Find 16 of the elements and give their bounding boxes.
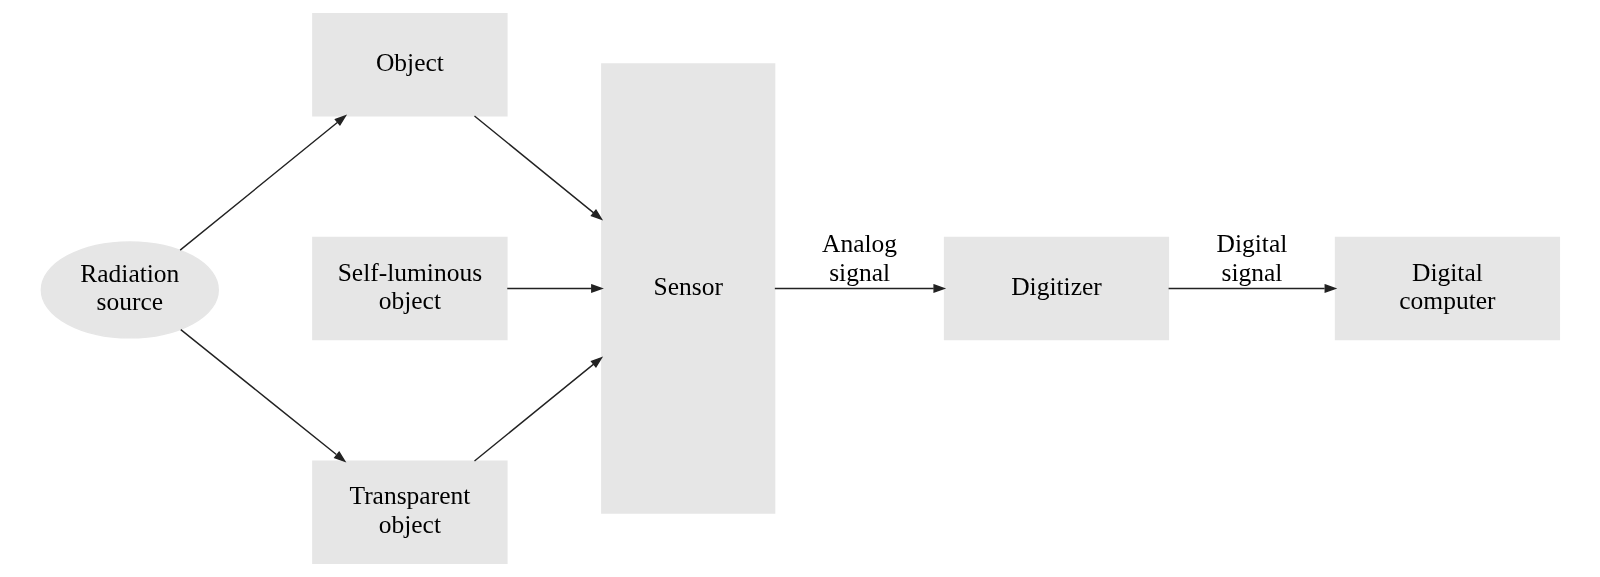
node-box: Transparent object	[311, 460, 508, 564]
arrow	[1167, 284, 1337, 293]
node-box: Digital computer	[1334, 236, 1560, 341]
node-box: Object	[311, 13, 508, 117]
node-box: Sensor	[600, 63, 775, 514]
arrow	[179, 328, 346, 463]
node-box: Self-luminous object	[311, 236, 508, 341]
arrow	[773, 284, 946, 293]
arrow	[473, 115, 603, 221]
node-box: Digitizer	[943, 236, 1169, 341]
arrow	[473, 356, 603, 462]
edge-label: Digital signal	[1216, 229, 1287, 287]
node-ellipse: Radiation source	[40, 241, 219, 339]
arrow	[178, 114, 347, 251]
arrow	[506, 284, 604, 293]
edge-label: Analog signal	[821, 229, 897, 287]
